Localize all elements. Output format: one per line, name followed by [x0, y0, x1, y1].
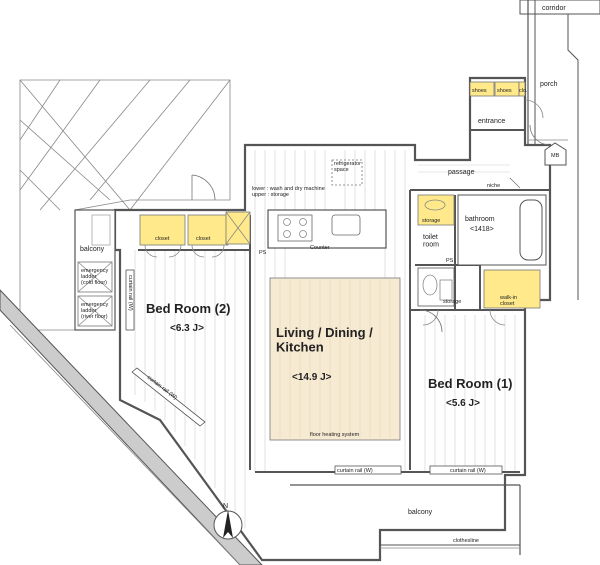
label-closet-2: closet [196, 236, 211, 242]
label-north: N [223, 503, 228, 510]
label-closet-entrance: clo. [519, 88, 528, 94]
label-shoes-1: shoes [472, 88, 487, 94]
label-shoes-2: shoes [497, 88, 512, 94]
label-storage-2: storage [443, 299, 461, 305]
closets-bed2 [139, 211, 251, 258]
balcony-bottom [290, 484, 521, 555]
exterior-hatch [19, 79, 231, 331]
label-ldk: Living / Dining /Kitchen [276, 325, 373, 354]
label-ps-right: PS [446, 258, 454, 264]
floor-heating-stripes [279, 280, 391, 438]
doors [191, 124, 551, 333]
balcony-left [74, 209, 116, 331]
label-niche: niche [487, 183, 500, 189]
label-curtain-vertical: curtain rail (W) [127, 275, 133, 311]
label-curtain-bed1: curtain rail (W) [450, 468, 486, 474]
label-bed2: Bed Room (2) [146, 301, 231, 316]
label-ldk-size: <14.9 J> [292, 372, 332, 383]
label-balcony-left: balcony [80, 246, 105, 253]
label-closet-1: closet [155, 236, 170, 242]
north-arrow [213, 510, 243, 540]
label-bath-size: <1418> [470, 226, 494, 233]
label-bathroom: bathroom [465, 216, 495, 223]
entrance-shoe-storage [469, 81, 567, 166]
label-bed1: Bed Room (1) [428, 376, 513, 391]
label-corridor: corridor [542, 5, 566, 12]
label-ps-left: PS [259, 250, 267, 256]
label-entrance: entrance [478, 118, 505, 125]
label-counter: Counter [310, 245, 330, 251]
label-bed2-size: <6.3 J> [170, 323, 204, 334]
label-balcony-bottom: balcony [408, 509, 433, 516]
label-storage-1: storage [422, 218, 440, 224]
label-porch: porch [540, 81, 558, 88]
label-clothesline: clothesline [453, 538, 479, 544]
label-passage: passage [448, 169, 475, 176]
label-bed1-size: <5.6 J> [446, 398, 480, 409]
floor-heating-zone [269, 277, 401, 441]
label-curtain-ldk: curtain rail (W) [337, 468, 373, 474]
curtain-rails [125, 269, 503, 475]
outer-wall-diagonal [0, 289, 263, 565]
wet-area [417, 194, 547, 326]
kitchen-counter [267, 159, 387, 249]
label-mb: MB [551, 153, 560, 159]
label-floor-heating: floor heating system [310, 432, 360, 438]
